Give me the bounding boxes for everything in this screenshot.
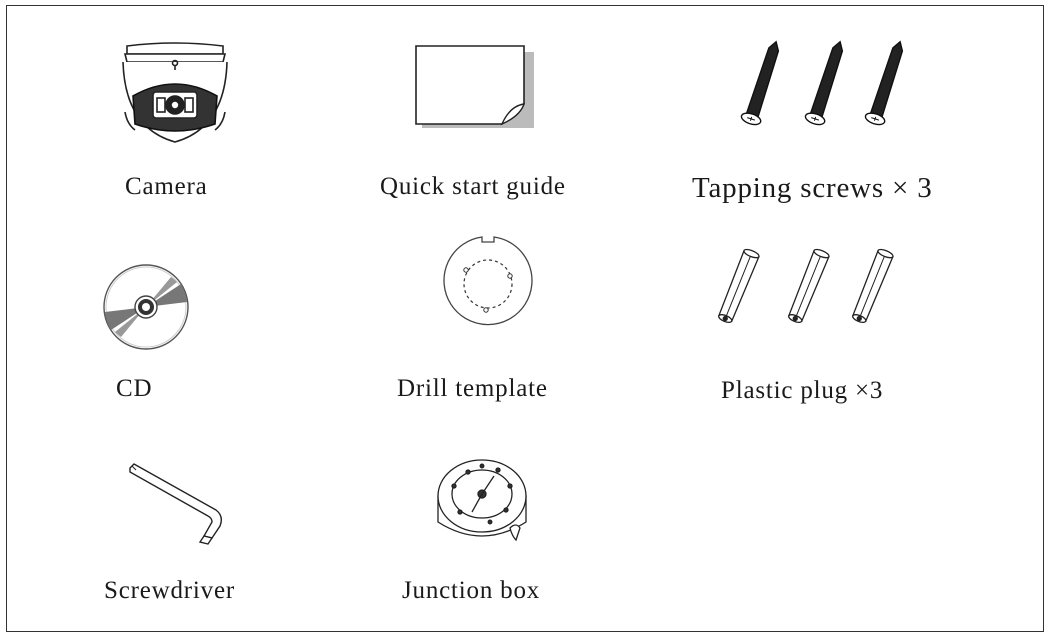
drill-template-label: Drill template [397, 375, 548, 402]
cd-label: CD [116, 375, 153, 402]
hex-key-icon [129, 463, 223, 545]
package-contents-frame [6, 5, 1044, 632]
screwdriver-label: Screwdriver [104, 577, 235, 604]
quick-start-guide-label: Quick start guide [380, 173, 566, 200]
junction-box-icon [437, 459, 527, 542]
plastic-plug-label: Plastic plug ×3 [721, 377, 884, 404]
screw-icon [740, 40, 904, 126]
plastic-plug-icon [717, 248, 894, 323]
document-icon [415, 45, 534, 128]
drill-template-icon [443, 236, 533, 326]
cd-icon [103, 264, 189, 350]
tapping-screws-label: Tapping screws × 3 [692, 172, 933, 204]
junction-box-label: Junction box [402, 577, 541, 604]
dome-camera-icon [122, 42, 228, 143]
camera-label: Camera [125, 173, 208, 200]
